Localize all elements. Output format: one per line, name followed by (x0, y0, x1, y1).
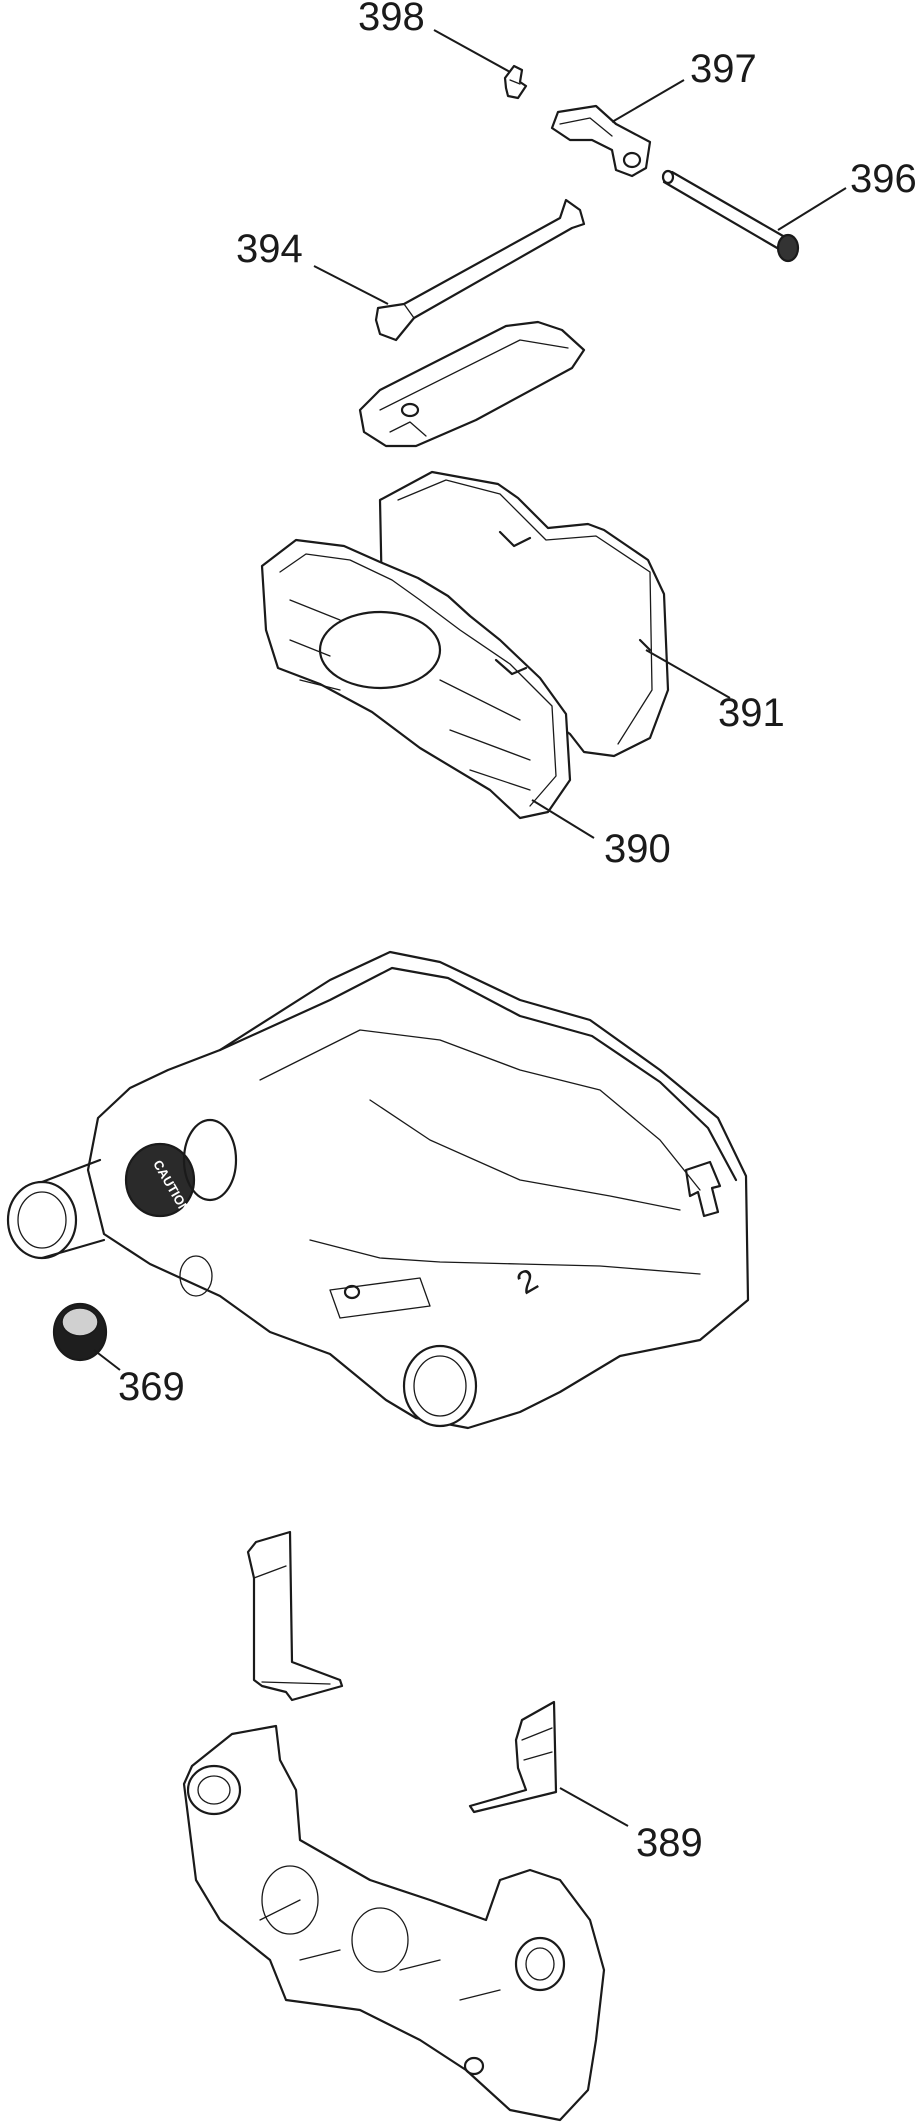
callout-396: 396 (850, 157, 917, 201)
part-390-backplate (260, 538, 572, 820)
caliper-housing: CAUTION 2 (6, 950, 750, 1430)
callout-391: 391 (718, 691, 785, 735)
leader-390 (531, 799, 595, 839)
part-389-clip (468, 1700, 558, 1814)
leader-398 (433, 29, 511, 73)
part-397-bracket (550, 104, 652, 178)
leader-369 (93, 1349, 121, 1371)
leader-396 (777, 187, 847, 231)
mounting-carrier (182, 1724, 606, 2122)
pad-retainer-plate (358, 320, 586, 448)
part-396-pin (661, 169, 800, 263)
callout-390: 390 (604, 827, 671, 871)
callout-labels: 398 397 396 394 391 390 369 389 (118, 0, 917, 1865)
callout-398: 398 (358, 0, 425, 39)
callout-389: 389 (636, 1821, 703, 1865)
part-398-clip (503, 64, 528, 100)
callout-397: 397 (690, 47, 757, 91)
leader-391 (645, 649, 731, 699)
leader-lines (93, 29, 847, 1827)
callout-394: 394 (236, 227, 303, 271)
part-369-cap (52, 1302, 108, 1362)
callout-369: 369 (118, 1365, 185, 1409)
leader-397 (611, 79, 685, 123)
part-394-spring (374, 198, 586, 342)
leader-389 (559, 1787, 629, 1827)
leader-394 (313, 265, 389, 305)
upper-bracket-clip (246, 1530, 344, 1702)
